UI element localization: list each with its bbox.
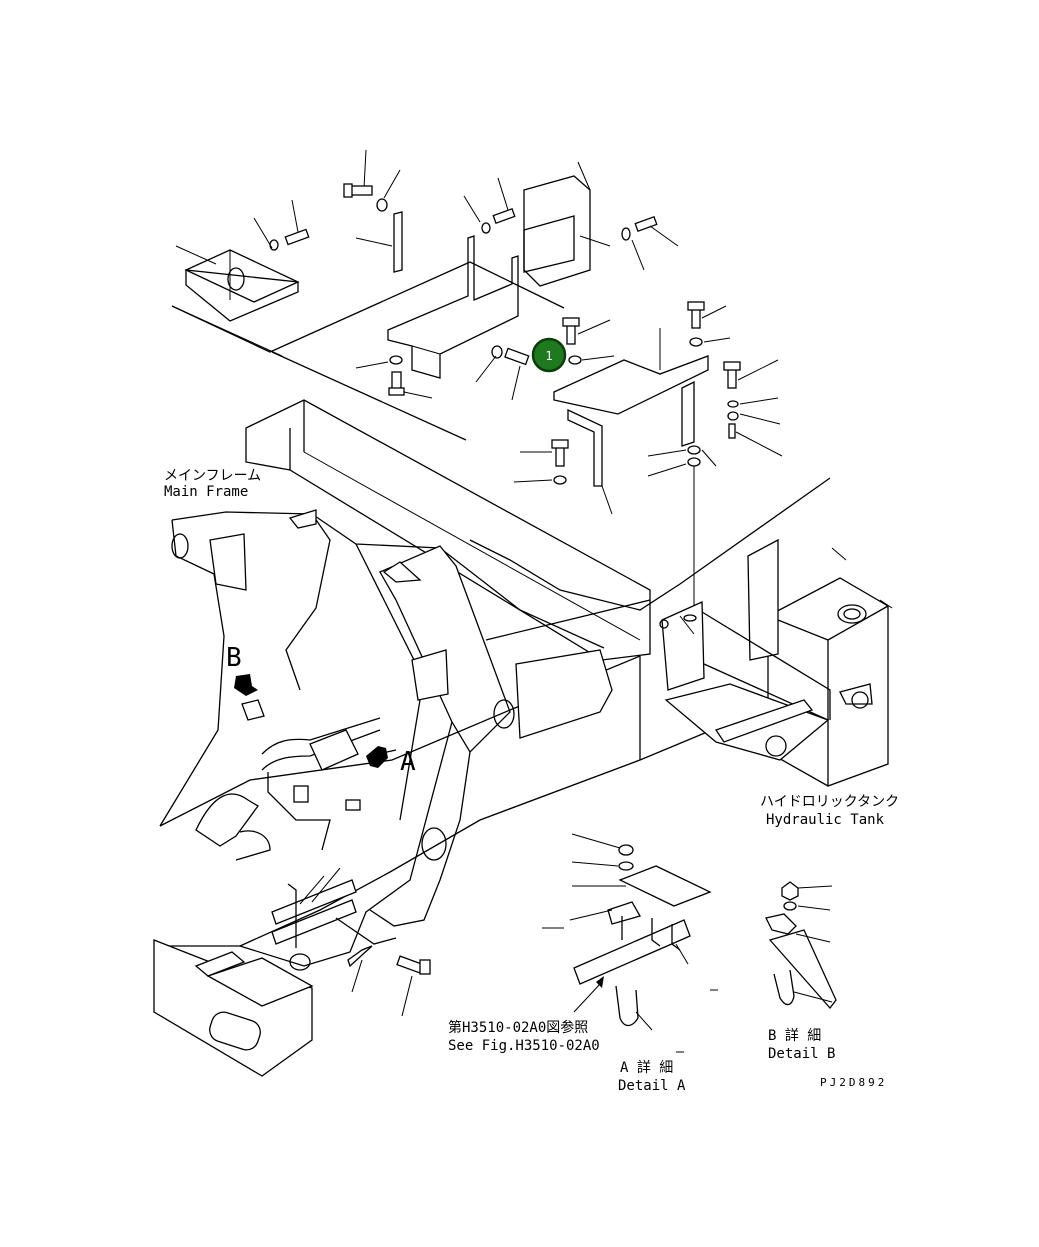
drawing-number: PJ2D892	[820, 1076, 887, 1089]
detail-a-label-en: Detail A	[618, 1078, 686, 1094]
hydraulic-tank	[659, 538, 893, 787]
lower-bracket-assembly	[194, 867, 431, 1017]
frame-plates	[171, 261, 565, 441]
bolt-icon	[621, 215, 658, 241]
view-arrow-a: A	[366, 746, 416, 777]
bolt-icon	[687, 301, 705, 329]
bolt-icon	[388, 371, 405, 396]
hydraulic-tank-label-en: Hydraulic Tank	[766, 812, 885, 828]
part-callout-1[interactable]: 1	[531, 337, 567, 373]
cover-plate-left	[175, 199, 310, 322]
tank-bracket-assembly	[513, 301, 783, 606]
detail-b-label-en: Detail B	[768, 1046, 835, 1062]
bolt-icon	[269, 228, 310, 251]
detail-b-label-jp: B 詳 細	[768, 1028, 821, 1044]
view-arrow-b: B	[226, 643, 258, 696]
detail-a	[542, 833, 718, 1053]
main-frame	[153, 399, 831, 1077]
bolt-icon	[396, 955, 431, 975]
bolt-icon	[481, 207, 516, 234]
bolt-icon	[504, 347, 530, 366]
see-fig-label-jp: 第H3510-02A0図参照	[448, 1019, 588, 1036]
detail-a-label-jp: A 詳 細	[620, 1060, 673, 1076]
view-a-label: A	[400, 747, 416, 777]
main-frame-label-jp: メインフレーム	[164, 468, 261, 484]
hydraulic-tank-label-jp: ハイドロリックタンク	[760, 794, 899, 810]
bolt-icon	[343, 183, 388, 212]
see-fig-label-en: See Fig.H3510-02A0	[448, 1038, 600, 1054]
upper-bracket-assembly	[343, 149, 679, 401]
main-frame-label-en: Main Frame	[164, 484, 248, 500]
detail-b	[765, 881, 837, 1010]
bolt-icon	[551, 439, 569, 467]
bolt-icon	[562, 317, 580, 345]
bolt-icon	[723, 361, 741, 389]
view-b-label: B	[226, 643, 242, 673]
part-callout-1-number: 1	[545, 349, 552, 363]
